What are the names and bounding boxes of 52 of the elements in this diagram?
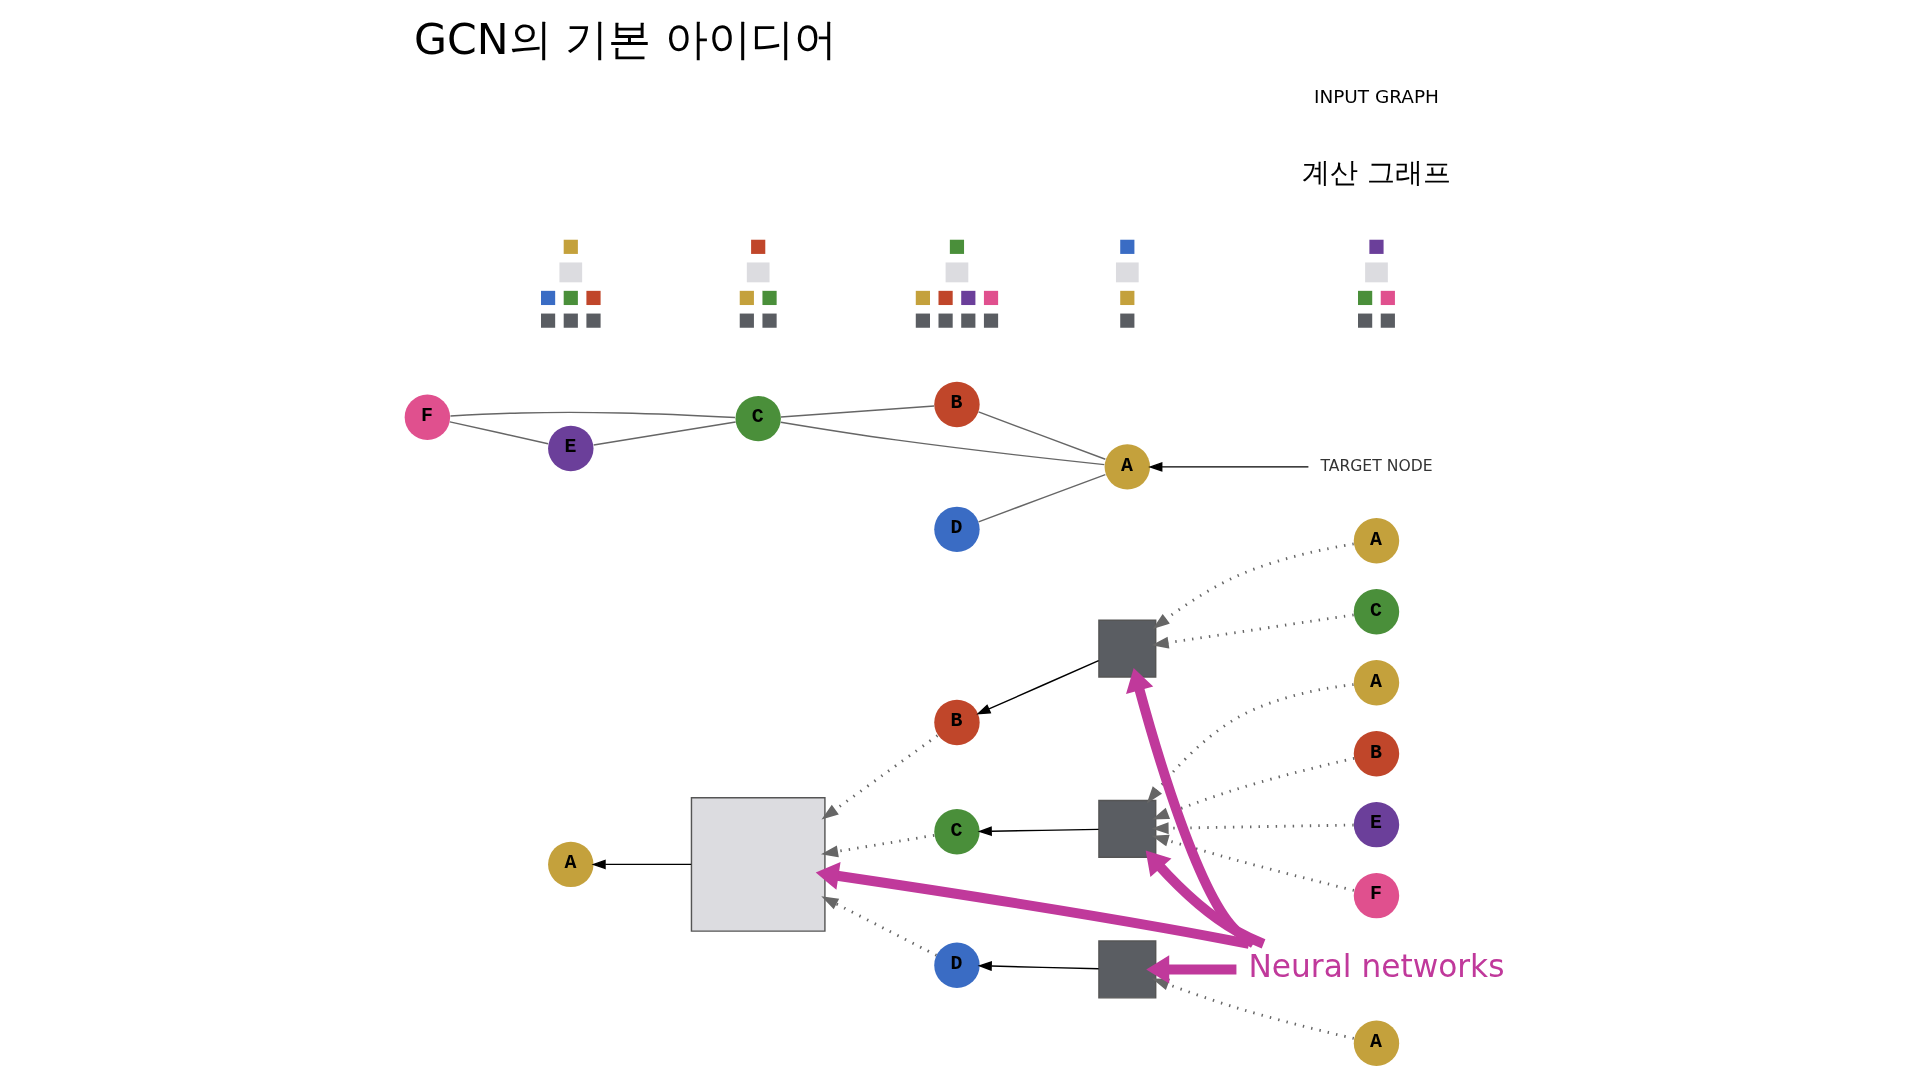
node-circle: A <box>1353 659 1399 706</box>
arrow <box>1151 834 1354 892</box>
arrow <box>977 826 1099 837</box>
node-circle: F <box>404 394 450 440</box>
arrow <box>1145 850 1265 949</box>
arrow <box>1151 613 1354 649</box>
arrow <box>975 659 1099 715</box>
arrow <box>977 961 1099 972</box>
connector <box>977 473 1106 523</box>
connector <box>448 421 549 445</box>
node-circle: A <box>547 841 593 888</box>
connector <box>449 411 736 419</box>
connector <box>592 421 736 446</box>
connector <box>977 411 1106 460</box>
arrow <box>1151 756 1355 820</box>
node-circle: C <box>734 395 781 442</box>
node-circle: A <box>1104 444 1150 490</box>
node-circle: A <box>1353 1020 1399 1066</box>
node-circle: F <box>1353 872 1399 919</box>
node-circle: C <box>1353 589 1399 635</box>
arrow <box>1151 822 1354 835</box>
diagram-title: GCN의 기본 아이디어 <box>413 13 837 64</box>
node-circle: E <box>1353 801 1399 848</box>
connector <box>779 405 935 418</box>
node-box <box>1097 619 1156 678</box>
label: INPUT GRAPH <box>1313 85 1439 107</box>
node-box <box>1097 940 1156 999</box>
node-text: TARGET NODE <box>1319 456 1433 475</box>
arrow <box>591 859 692 870</box>
arrow <box>820 896 937 957</box>
arrow <box>1151 978 1354 1040</box>
arrow <box>1146 683 1354 804</box>
node-circle: B <box>1353 730 1399 777</box>
arrow <box>1125 668 1256 948</box>
label: 계산 그래프 <box>1301 155 1451 189</box>
arrow <box>1152 542 1354 630</box>
node-circle: A <box>1353 518 1399 564</box>
arrow <box>1145 955 1236 984</box>
node-box <box>1097 799 1156 858</box>
node-circle: B <box>933 699 980 746</box>
node-text: Neural networks <box>1247 948 1504 985</box>
node-circle: E <box>547 425 593 472</box>
node-circle: B <box>933 381 980 428</box>
arrow <box>815 861 1250 949</box>
node-circle: C <box>933 809 980 855</box>
node-circle: D <box>933 942 980 988</box>
arrow <box>820 833 934 858</box>
node-circle: D <box>933 506 980 553</box>
node-box <box>690 796 826 932</box>
connector <box>779 421 1105 466</box>
arrow <box>1147 461 1309 472</box>
arrow <box>821 734 938 820</box>
